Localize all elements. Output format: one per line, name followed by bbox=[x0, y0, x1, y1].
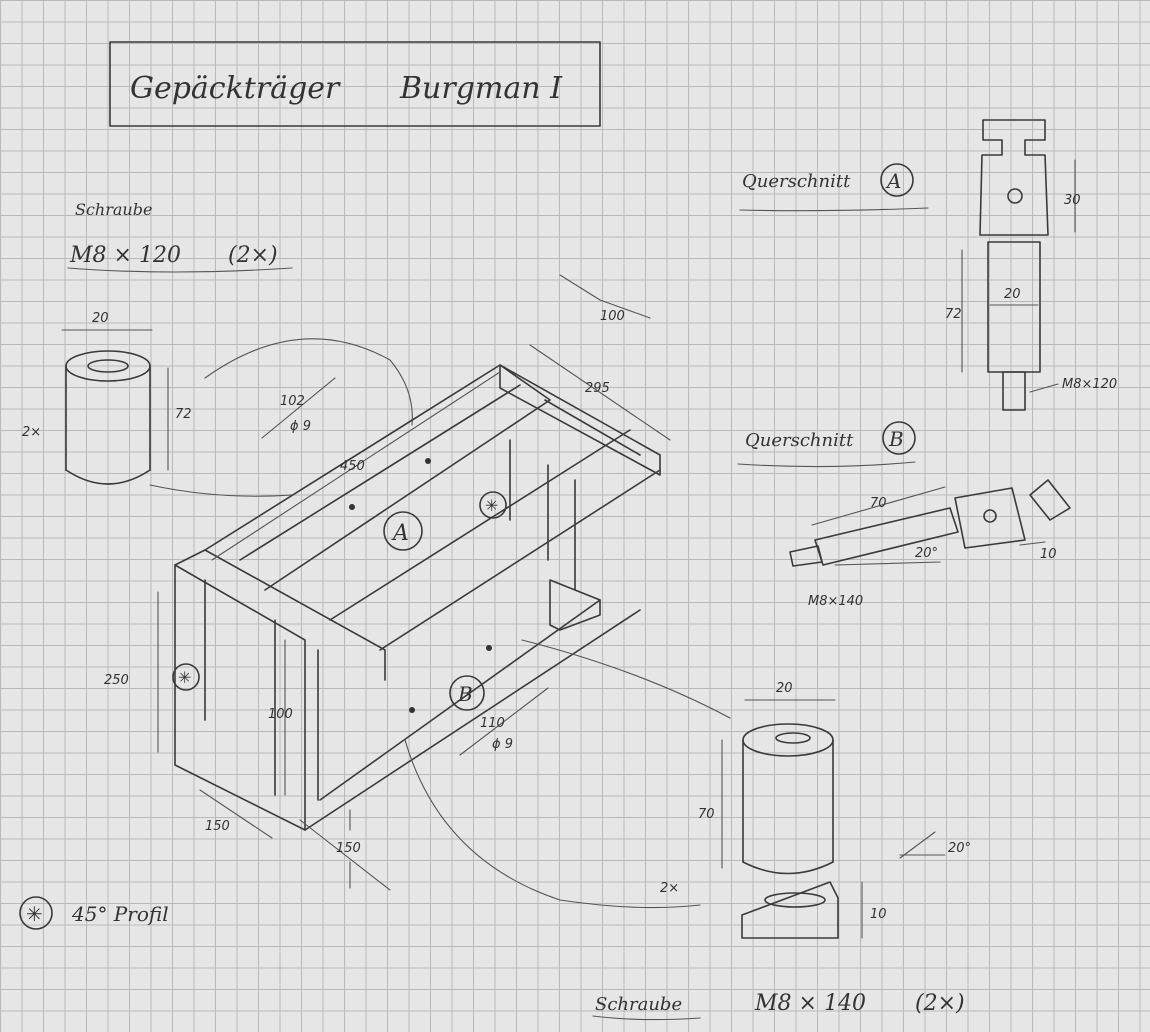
dim-150-b: 150 bbox=[336, 841, 361, 856]
screw-b-label: Schraube bbox=[595, 994, 682, 1015]
legend-symbol: ✳ bbox=[26, 902, 43, 926]
hole-a-dim: 102 bbox=[280, 394, 305, 409]
arrow-spacer-a-1 bbox=[149, 484, 293, 497]
screw-a-label: Schraube bbox=[75, 200, 152, 219]
section-a-bolt: M8×120 bbox=[1062, 377, 1117, 392]
section-b: Querschnitt B 70 20° 10 M8×140 bbox=[737, 421, 1071, 609]
title-right: Burgman I bbox=[399, 71, 563, 106]
spacer-a-count: 2× bbox=[22, 425, 41, 440]
rack-star-2: ✳ bbox=[178, 668, 191, 687]
section-b-bolt: M8×140 bbox=[808, 594, 863, 609]
rack-mark-a: A bbox=[391, 521, 409, 546]
wedge-angle: 20° bbox=[948, 841, 971, 856]
title-left: Gepäckträger bbox=[130, 71, 341, 106]
title-box: Gepäckträger Burgman I bbox=[109, 41, 601, 127]
section-b-angle: 20° bbox=[915, 546, 938, 561]
dim-150-a: 150 bbox=[205, 819, 230, 834]
rack-mark-b: B bbox=[457, 682, 473, 706]
spacer-a-width: 20 bbox=[92, 311, 109, 326]
hole-a-dia: ϕ 9 bbox=[290, 419, 311, 434]
hole-b-1 bbox=[486, 645, 492, 651]
rack-frame: A B ✳ ✳ bbox=[172, 364, 661, 831]
section-a-mark: A bbox=[885, 169, 901, 193]
screw-b-count: (2×) bbox=[915, 991, 965, 1016]
spacer-b-height: 70 bbox=[698, 807, 715, 822]
screw-a-spec: M8 × 120 bbox=[69, 243, 181, 268]
hole-a-1 bbox=[349, 504, 355, 510]
screw-b-spec: M8 × 140 bbox=[754, 991, 866, 1016]
section-a-label: Querschnitt bbox=[742, 171, 851, 192]
legend: ✳ 45° Profil bbox=[19, 896, 169, 930]
spacer-b: 20 70 10 20° bbox=[698, 681, 971, 939]
screw-a-count: (2×) bbox=[228, 243, 278, 268]
wedge-height: 10 bbox=[870, 907, 887, 922]
section-a-length: 72 bbox=[945, 307, 962, 322]
section-a-height: 30 bbox=[1064, 193, 1081, 208]
hole-b-dim: 110 bbox=[480, 716, 505, 731]
section-b-mark: B bbox=[888, 427, 904, 451]
hole-b-dia: ϕ 9 bbox=[492, 737, 513, 752]
dim-450: 450 bbox=[340, 459, 365, 474]
dim-100-top: 100 bbox=[600, 309, 625, 324]
section-b-length: 70 bbox=[870, 496, 887, 511]
legend-text: 45° Profil bbox=[71, 902, 169, 926]
arrow-spacer-b-2 bbox=[404, 739, 701, 909]
spacer-b-count: 2× bbox=[660, 881, 679, 896]
arrow-spacer-a-2 bbox=[204, 338, 413, 426]
dim-250: 250 bbox=[104, 673, 129, 688]
section-a-width: 20 bbox=[1004, 287, 1021, 302]
section-a: Querschnitt A 30 20 72 M8×120 bbox=[739, 119, 1117, 411]
section-b-offset: 10 bbox=[1040, 547, 1057, 562]
screw-b-note: Schraube M8 × 140 (2×) bbox=[592, 991, 965, 1021]
arrow-spacer-b-1 bbox=[521, 639, 731, 719]
spacer-a-height: 72 bbox=[175, 407, 192, 422]
rack-dimensions: 100 295 450 102 ϕ 9 110 ϕ 9 250 100 150 … bbox=[104, 274, 671, 891]
hole-a-2 bbox=[425, 458, 431, 464]
rack-star-1: ✳ bbox=[485, 496, 498, 515]
hole-b-2 bbox=[409, 707, 415, 713]
section-b-label: Querschnitt bbox=[745, 430, 854, 451]
spacer-b-width: 20 bbox=[776, 681, 793, 696]
dim-295: 295 bbox=[585, 381, 610, 396]
spacer-a: 20 72 2× bbox=[22, 311, 192, 485]
dim-100-inner: 100 bbox=[268, 707, 293, 722]
screw-a-note: Schraube M8 × 120 (2×) bbox=[67, 200, 293, 273]
